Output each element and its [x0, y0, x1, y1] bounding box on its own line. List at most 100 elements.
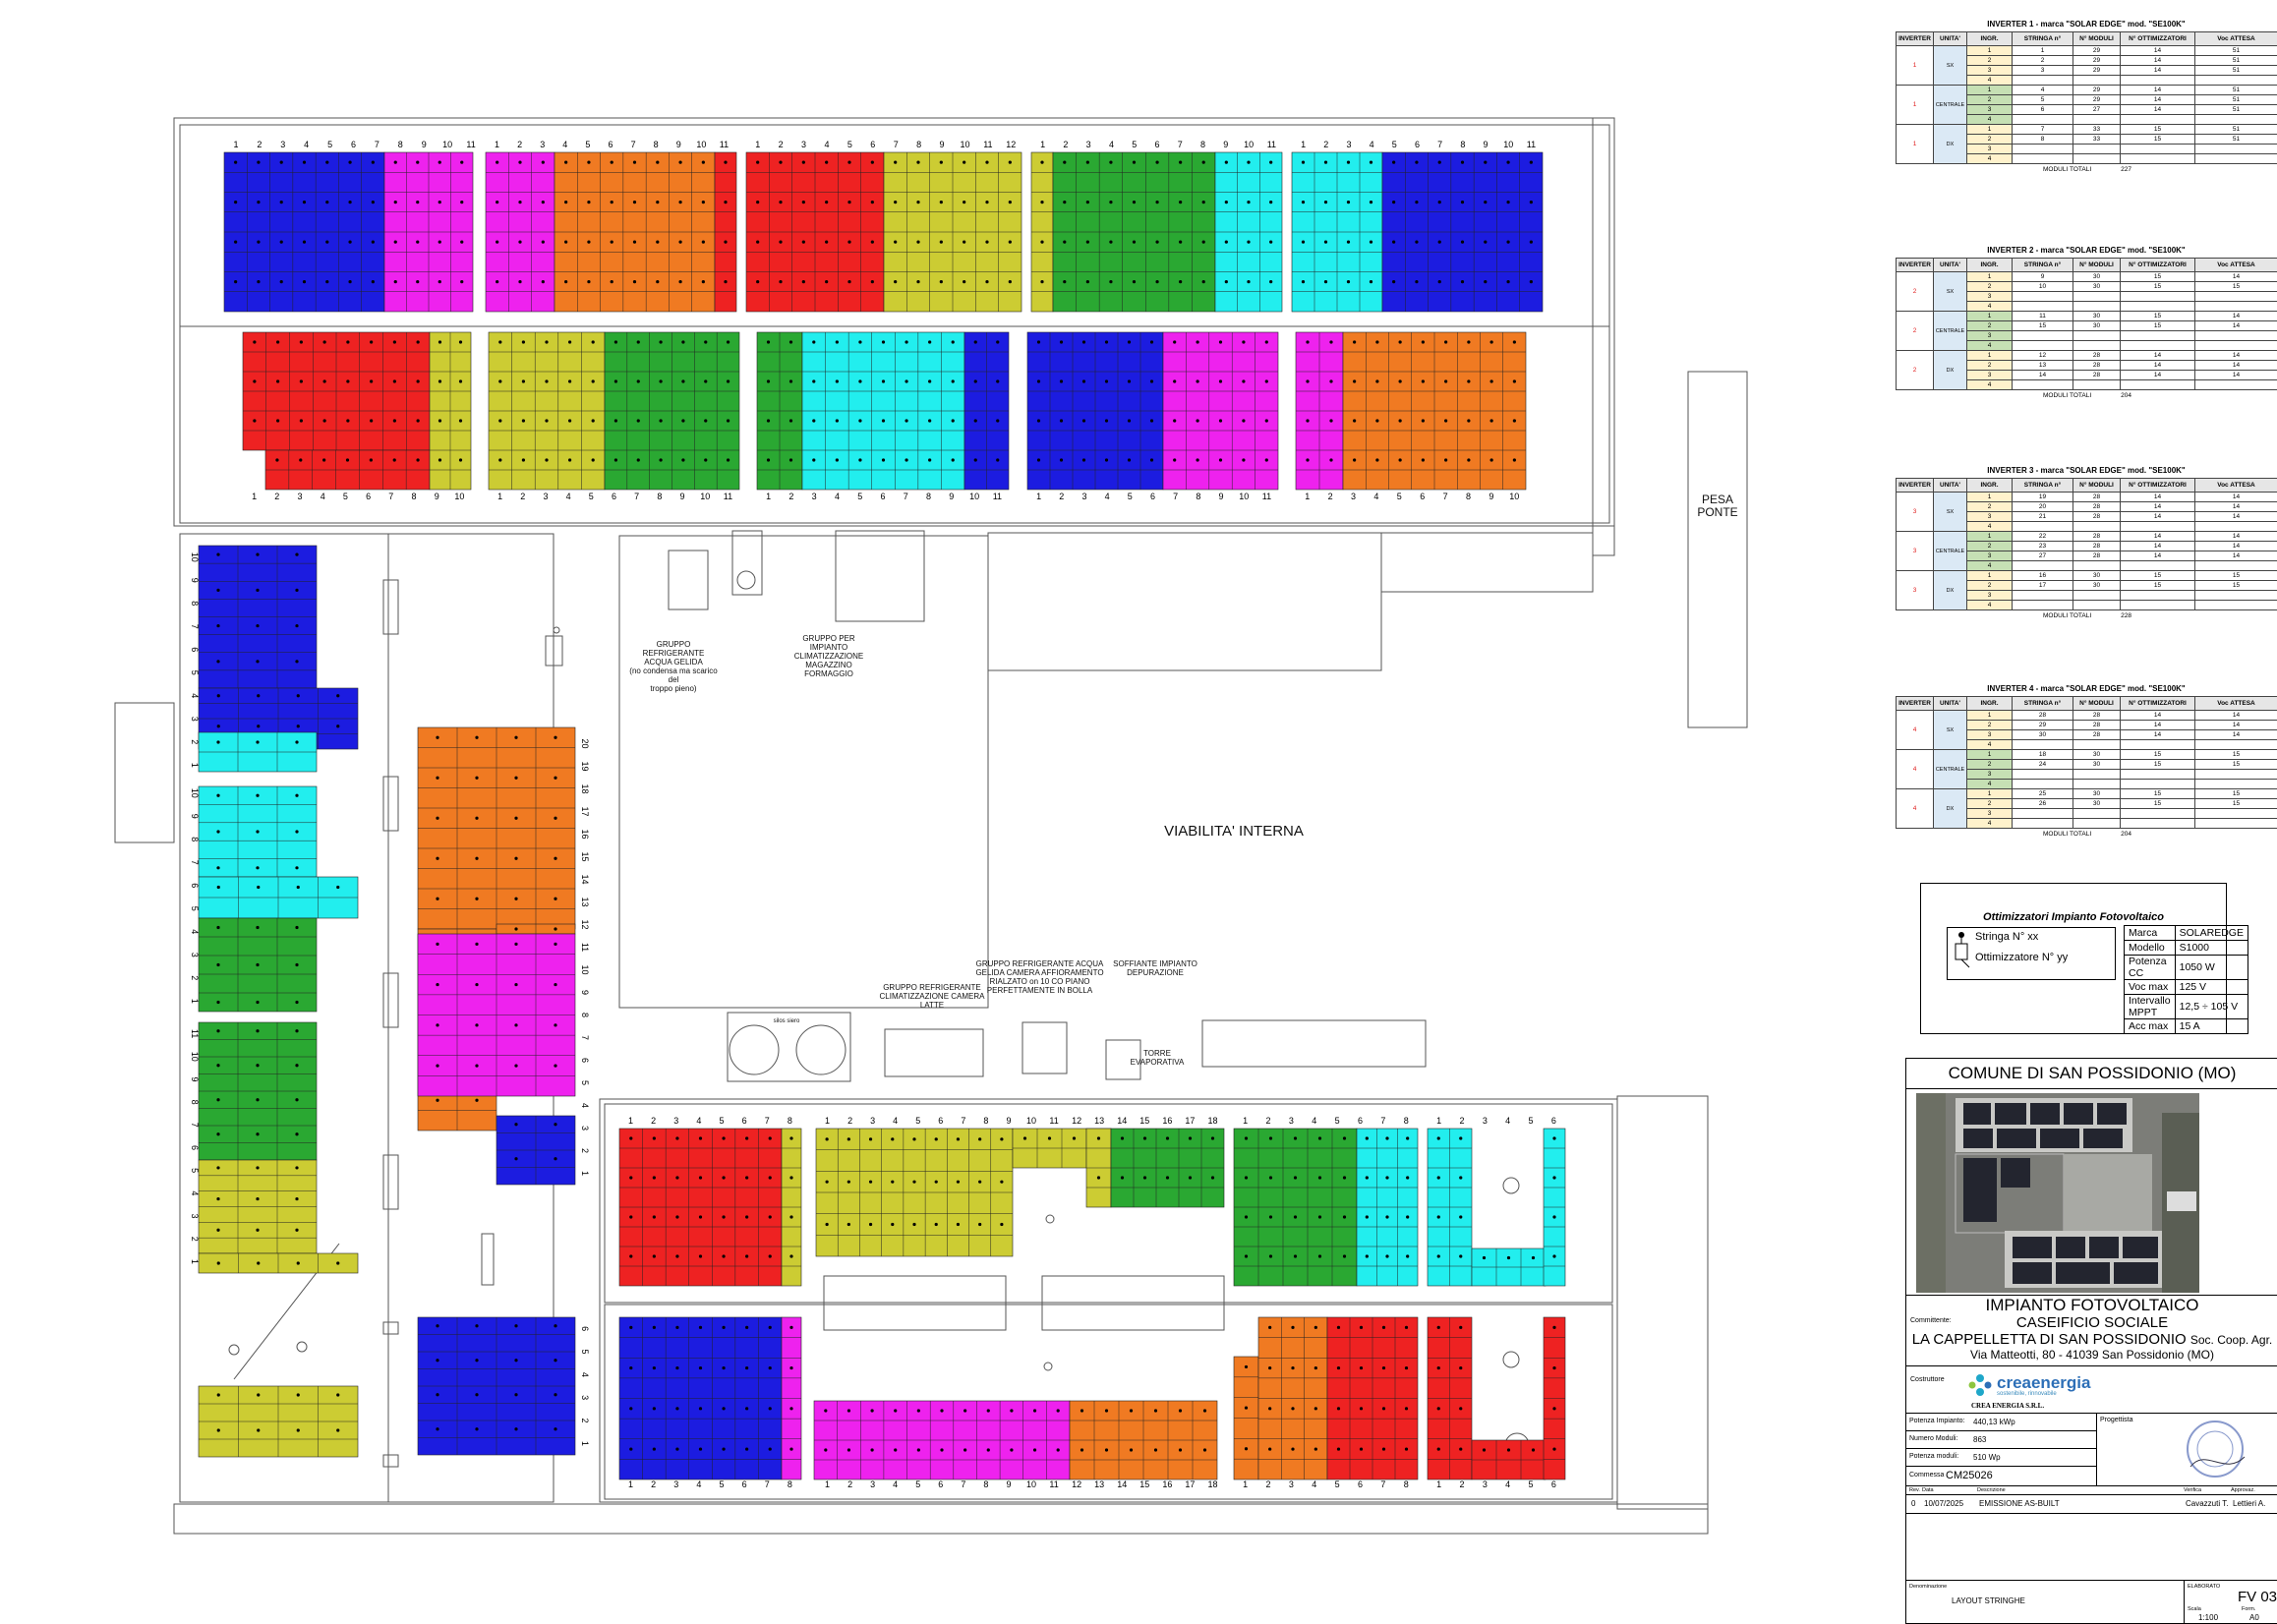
scala-value: 1:100	[2198, 1613, 2218, 1622]
string-number: 9	[580, 990, 590, 995]
moduli-totali-value: 204	[2121, 392, 2131, 399]
string-number: 5	[585, 140, 590, 149]
table-cell: 28	[2073, 542, 2121, 551]
string-number: 10	[1509, 492, 1519, 501]
commessa-row: Commessa CM25026	[1906, 1466, 2096, 1486]
string-number: 7	[580, 1035, 590, 1040]
table-cell: 2	[1967, 95, 2013, 105]
string-number: 8	[657, 492, 662, 501]
table-cell: 10	[2013, 282, 2073, 292]
string-number: 5	[1528, 1116, 1533, 1126]
inverter-table-4: INVERTER 4 - marca "SOLAR EDGE" mod. "SE…	[1896, 682, 2277, 841]
table-cell: 15	[2195, 571, 2277, 581]
costruttore-row: Costruttore creaenergia sostenibile, rin…	[1906, 1365, 2277, 1414]
string-number: 3	[1483, 1479, 1488, 1489]
table-cell: 28	[2073, 512, 2121, 522]
table-cell: 15	[2195, 799, 2277, 809]
string-number: 3	[1289, 1479, 1294, 1489]
table-cell	[2073, 302, 2121, 312]
table-cell: 4	[1967, 819, 2013, 829]
table-cell: 14	[2121, 730, 2195, 740]
string-number: 3	[1346, 140, 1351, 149]
unit-cell: SX	[1934, 711, 1967, 750]
commessa-label: Commessa	[1909, 1472, 1944, 1479]
table-cell	[2121, 819, 2195, 829]
table-cell: 14	[2195, 721, 2277, 730]
string-number: 7	[1380, 1479, 1385, 1489]
string-number: 1	[1036, 492, 1041, 501]
string-number: 2	[1323, 140, 1328, 149]
string-number: 18	[580, 783, 590, 793]
table-cell: 3	[1967, 331, 2013, 341]
logo-company: CREA ENERGIA S.R.L.	[1971, 1402, 2044, 1410]
table-cell: 20	[2013, 502, 2073, 512]
string-number: 11	[190, 1029, 200, 1038]
table-cell	[2073, 331, 2121, 341]
table-cell: 14	[2195, 551, 2277, 561]
string-number: 4	[580, 1103, 590, 1108]
revision-cell: 0	[1911, 1499, 1915, 1508]
label-soffiante: SOFFIANTE IMPIANTO DEPURAZIONE	[1111, 959, 1199, 977]
table-cell	[2195, 380, 2277, 390]
string-number: 4	[893, 1116, 898, 1126]
table-cell	[2013, 780, 2073, 789]
table-cell: 15	[2121, 571, 2195, 581]
string-number: 8	[398, 140, 403, 149]
string-number: 8	[983, 1479, 988, 1489]
table-cell: 28	[2073, 371, 2121, 380]
committente-name: CASEIFICIO SOCIALE	[1906, 1314, 2277, 1331]
string-number: 13	[1094, 1116, 1104, 1126]
table-cell: 1	[1967, 571, 2013, 581]
table-cell	[2195, 740, 2277, 750]
string-number: 6	[190, 883, 200, 888]
table-cell: 14	[2195, 272, 2277, 282]
table-cell: 28	[2073, 532, 2121, 542]
table-cell: 2	[1967, 581, 2013, 591]
table-header: INVERTER	[1897, 479, 1934, 493]
inverter-title: INVERTER 1 - marca "SOLAR EDGE" mod. "SE…	[1896, 18, 2277, 31]
table-cell	[2073, 380, 2121, 390]
table-cell	[2013, 76, 2073, 86]
table-cell	[2073, 154, 2121, 164]
string-number: 2	[1459, 1116, 1464, 1126]
table-cell: 3	[1967, 809, 2013, 819]
string-number: 8	[926, 492, 931, 501]
table-cell	[2013, 809, 2073, 819]
potenza-value: 440,13 kWp	[1973, 1418, 2015, 1426]
table-header: UNITA'	[1934, 32, 1967, 46]
string-number: 17	[1185, 1479, 1195, 1489]
table-cell: 28	[2073, 551, 2121, 561]
table-header: N° MODULI	[2073, 479, 2121, 493]
table-cell	[2013, 341, 2073, 351]
string-number: 3	[297, 492, 302, 501]
table-cell: 15	[2195, 750, 2277, 760]
string-number: 10	[442, 140, 452, 149]
revision-header-cell: Verifica	[2184, 1487, 2201, 1493]
string-number: 5	[589, 492, 594, 501]
table-cell: 14	[2195, 493, 2277, 502]
table-cell: 1	[2013, 46, 2073, 56]
table-cell: 14	[2121, 711, 2195, 721]
spec-cell: S1000	[2175, 941, 2248, 956]
string-number: 8	[1200, 140, 1205, 149]
table-header: INGR.	[1967, 259, 2013, 272]
unit-cell: CENTRALE	[1934, 750, 1967, 789]
table-cell: 4	[1967, 302, 2013, 312]
string-number: 17	[1185, 1116, 1195, 1126]
table-cell: 14	[2013, 371, 2073, 380]
revision-cell: 10/07/2025	[1924, 1499, 1963, 1508]
string-number: 11	[466, 140, 475, 149]
table-cell	[2121, 522, 2195, 532]
string-number: 2	[651, 1479, 656, 1489]
string-number: 5	[857, 492, 862, 501]
table-cell	[2013, 819, 2073, 829]
string-number: 11	[993, 492, 1002, 501]
table-header: STRINGA n°	[2013, 479, 2073, 493]
table-cell: 51	[2195, 135, 2277, 145]
